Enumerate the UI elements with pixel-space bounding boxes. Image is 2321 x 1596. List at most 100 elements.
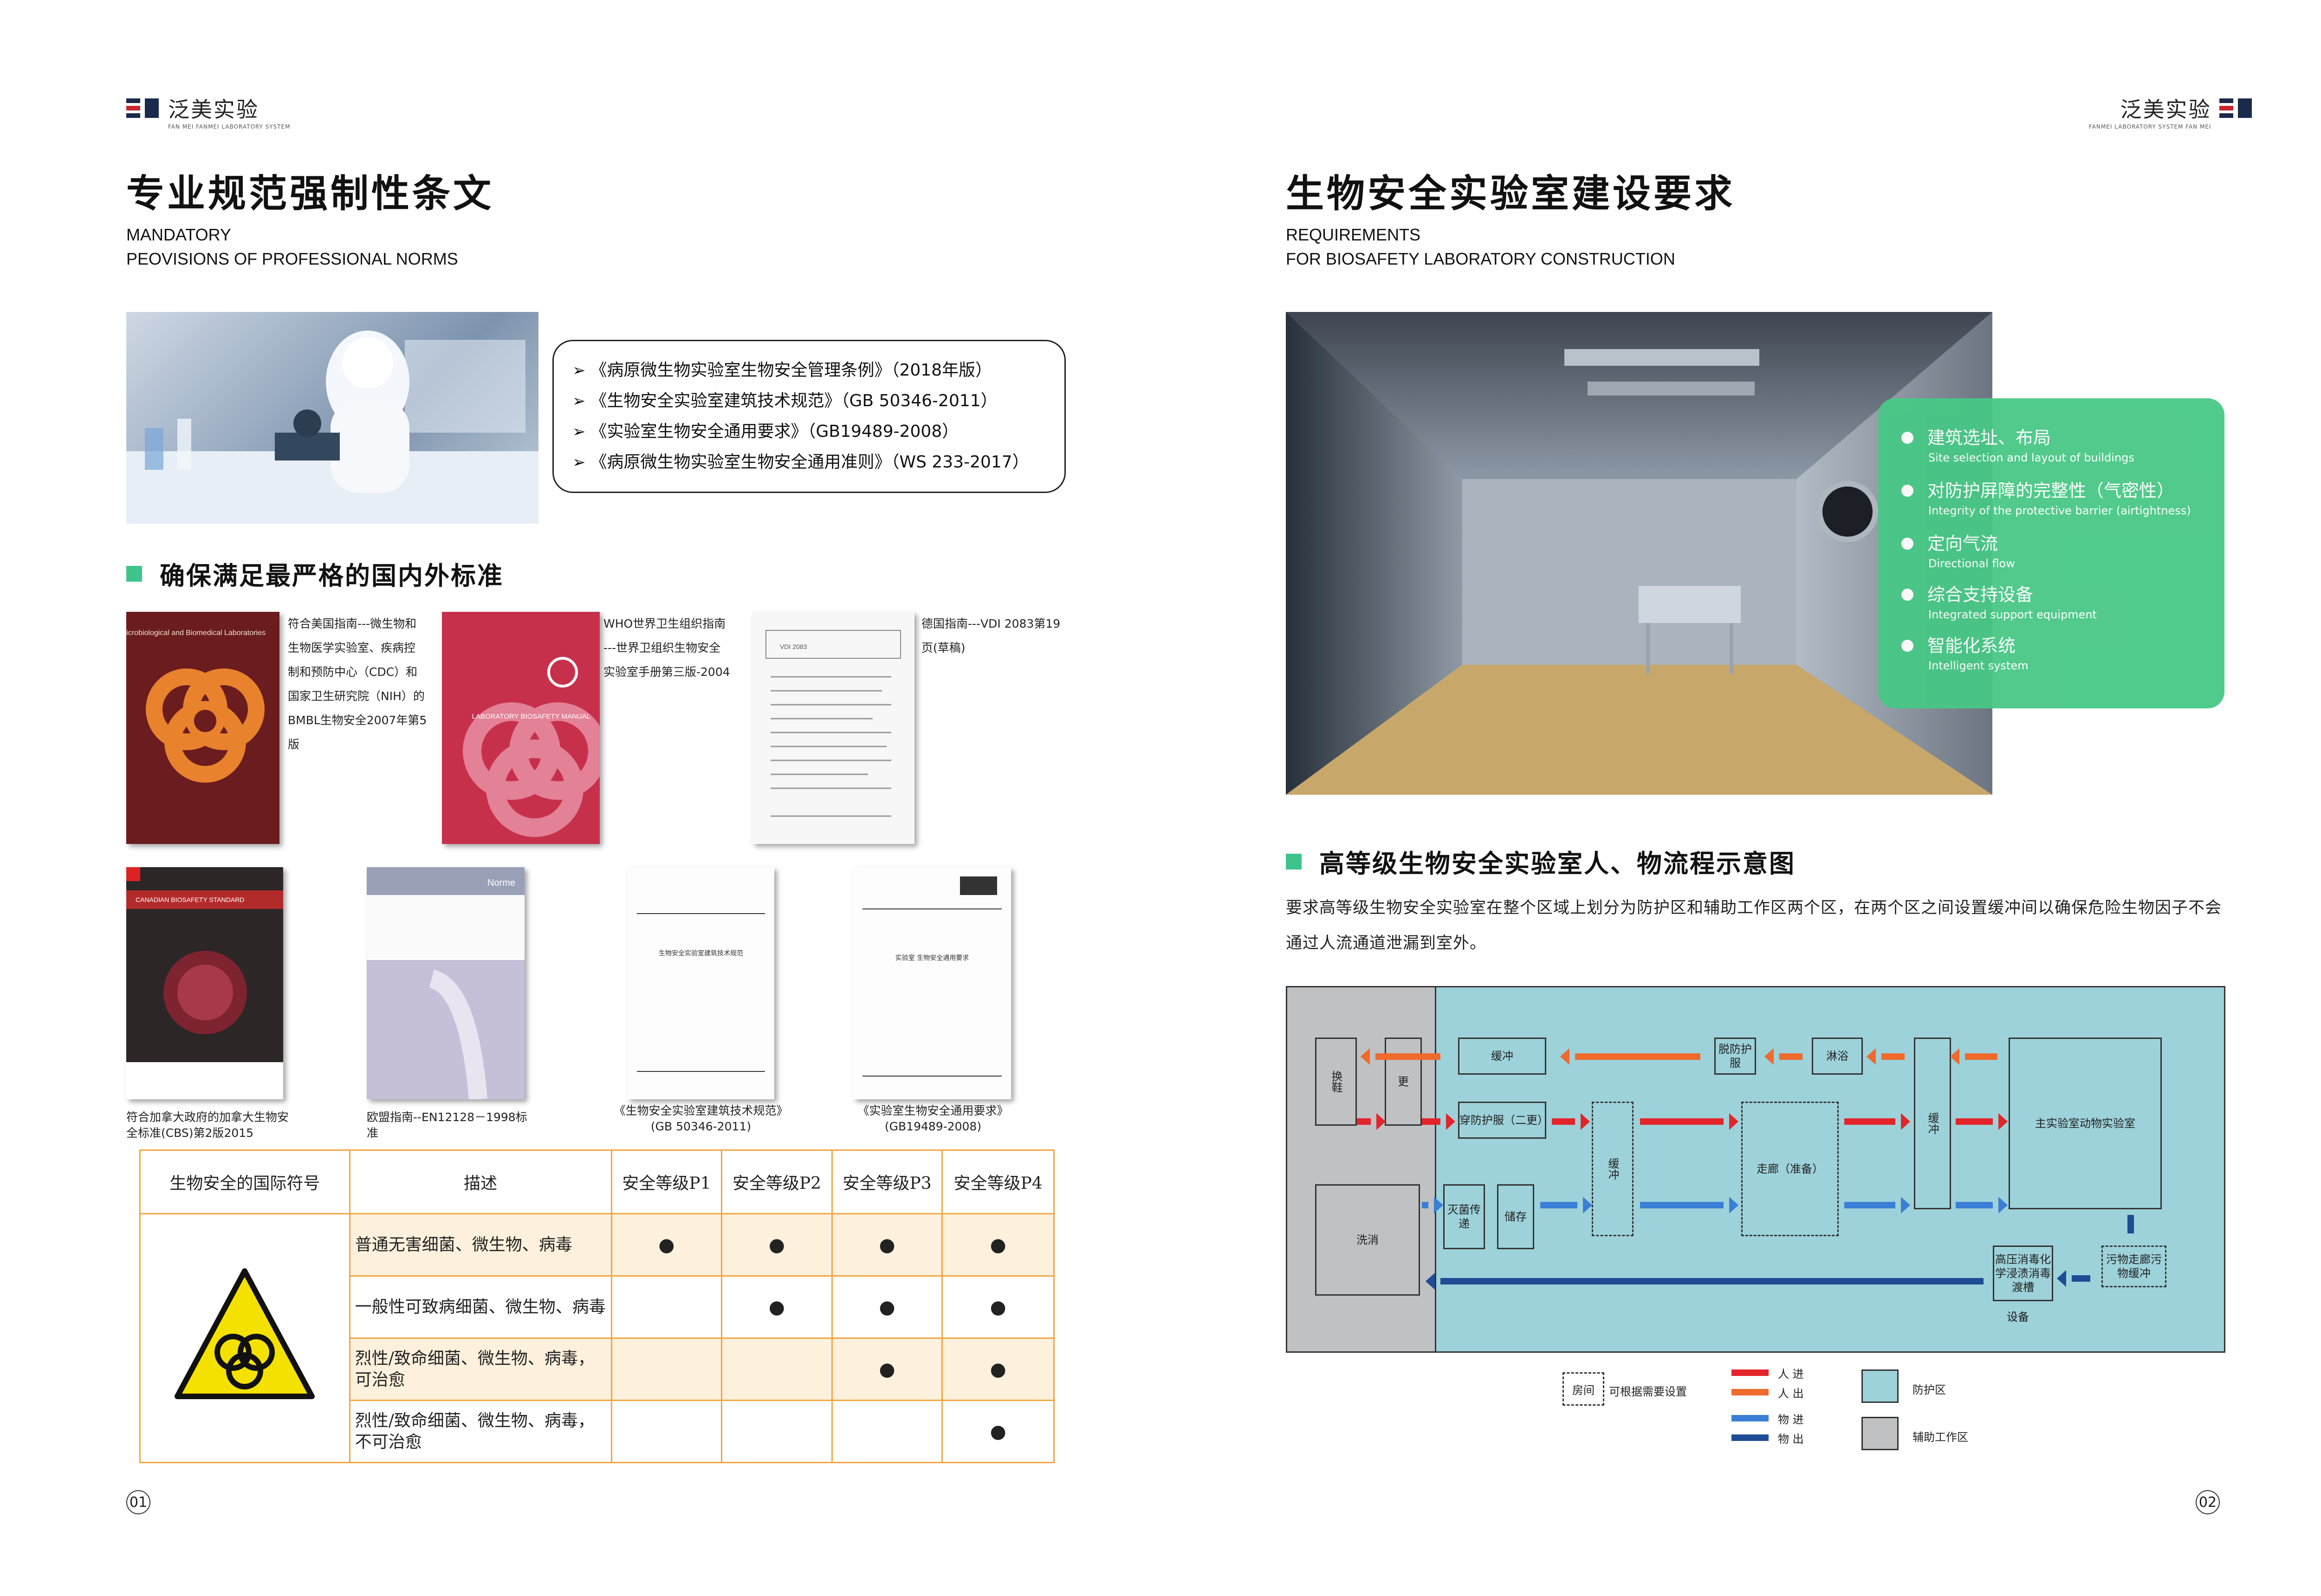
gb19489-cover-title: 实验室 生物安全通用要求 bbox=[895, 954, 969, 962]
biohazard-warning-icon bbox=[175, 1268, 315, 1399]
level-dot bbox=[610, 1275, 723, 1339]
requirement-en: Directional flow bbox=[1928, 557, 2015, 570]
bmbl-caption: 符合美国指南---微生物和 生物医学实验室、疾病控 制和预防中心（CDC）和 国… bbox=[288, 612, 436, 757]
lab-researcher-photo bbox=[126, 312, 538, 524]
person-out-arrow bbox=[1867, 1048, 1905, 1065]
requirement-item: 建筑选址、布局 Site selection and layout of bui… bbox=[1901, 426, 2134, 466]
level-dot: ● bbox=[941, 1275, 1055, 1339]
requirement-cn: 对防护屏障的完整性（气密性） bbox=[1927, 480, 2175, 501]
biosafety-level-table: 生物安全的国际符号 描述 安全等级P1 安全等级P2 安全等级P3 安全等级P4… bbox=[139, 1149, 1055, 1463]
caption-line: 实验室手册第三版-2004 bbox=[603, 665, 730, 679]
person-in-arrow bbox=[1422, 1113, 1455, 1130]
bmbl-cover: Biosafety in Microbiological and Biomedi… bbox=[126, 612, 279, 844]
room-waste-corridor: 污物走廊污物缓冲 bbox=[2101, 1246, 2166, 1287]
brand-logo-right: 泛美实验 FANMEI LABORATORY SYSTEM FAN MEI bbox=[2089, 93, 2253, 130]
brand-name: 泛美实验 bbox=[2120, 97, 2211, 122]
requirement-en: Intelligent system bbox=[1928, 659, 2029, 672]
table-header: 描述 bbox=[349, 1149, 612, 1214]
gb19489-cover-illustration: 实验室 生物安全通用要求 bbox=[853, 867, 1011, 1099]
person-in-arrow bbox=[1844, 1113, 1910, 1130]
level-dot: ● bbox=[610, 1213, 723, 1277]
legend-item-out-arrow bbox=[1731, 1434, 1769, 1441]
legend-aux-swatch bbox=[1861, 1417, 1899, 1450]
arrow-bullet-icon: ➢ bbox=[572, 453, 586, 472]
en12128-caption: 欧盟指南--EN12128－1998标准 bbox=[367, 1110, 527, 1140]
equipment-label: 设备 bbox=[2007, 1311, 2029, 1324]
bullet-dot-icon bbox=[1901, 538, 1913, 550]
gb50346-caption: 《生物安全实验室建筑技术规范》(GB 50346-2011) bbox=[614, 1104, 788, 1133]
page-number-right: 02 bbox=[2196, 1490, 2220, 1514]
en12128-cover: Norme bbox=[367, 867, 525, 1099]
regulation-text: 《实验室生物安全通用要求》（GB19489-2008） bbox=[590, 422, 959, 441]
vdi-document-cover: VDI 2083 bbox=[752, 612, 914, 844]
caption-line: 页(草稿) bbox=[921, 641, 966, 655]
arrow-bullet-icon: ➢ bbox=[572, 361, 586, 380]
item-in-arrow bbox=[1422, 1197, 1443, 1213]
level-dot bbox=[831, 1400, 943, 1463]
caption-line: ---世界卫组织生物安全 bbox=[603, 641, 721, 655]
requirement-item: 对防护屏障的完整性（气密性） Integrity of the protecti… bbox=[1901, 479, 2191, 519]
level-dot bbox=[610, 1400, 723, 1463]
section-title: 确保满足最严格的国内外标准 bbox=[160, 561, 504, 590]
arrow-bullet-icon: ➢ bbox=[572, 422, 586, 441]
item-out-arrow bbox=[2057, 1270, 2090, 1287]
room-sterilize: 灭菌传递 bbox=[1443, 1184, 1485, 1249]
room-main-lab: 主实验室动物实验室 bbox=[2009, 1038, 2162, 1209]
item-in-arrow bbox=[1640, 1197, 1738, 1213]
caption-line: BMBL生物安全2007年第5 bbox=[288, 714, 427, 727]
vdi-caption: 德国指南---VDI 2083第19 页(草稿) bbox=[921, 612, 1079, 660]
requirement-en: Site selection and layout of buildings bbox=[1928, 451, 2134, 464]
who-caption: WHO世界卫生组织指南 ---世界卫组织生物安全 实验室手册第三版-2004 bbox=[603, 612, 761, 684]
gb50346-cover-title: 生物安全实验室建筑技术规范 bbox=[659, 949, 743, 957]
regulation-item: ➢《生物安全实验室建筑技术规范》（GB 50346-2011） bbox=[572, 386, 1046, 416]
level-dot bbox=[721, 1337, 833, 1401]
table-row: 一般性可致病细菌、微生物、病毒 ● ● ● bbox=[140, 1275, 1055, 1339]
legend-protect: 防护区 bbox=[1913, 1383, 1946, 1396]
brand-name: 泛美实验 bbox=[168, 97, 259, 122]
requirement-item: 定向气流 Directional flow bbox=[1901, 532, 2015, 572]
room-wash: 洗消 bbox=[1315, 1184, 1420, 1296]
person-in-arrow bbox=[1357, 1113, 1386, 1130]
room-corridor: 走廊（准备） bbox=[1741, 1102, 1839, 1236]
table-row: 普通无害细菌、微生物、病毒 ● ● ● ● bbox=[139, 1213, 1055, 1463]
legend-person-out-arrow bbox=[1731, 1389, 1769, 1395]
row-description: 普通无害细菌、微生物、病毒 bbox=[349, 1213, 612, 1277]
brand-logo-left: 泛美实验 FAN MEI FANMEI LABORATORY SYSTEM bbox=[126, 93, 290, 130]
person-out-arrow bbox=[1560, 1048, 1700, 1065]
table-header: 安全等级P4 bbox=[941, 1149, 1055, 1214]
level-dot: ● bbox=[721, 1213, 833, 1277]
room-storage: 储存 bbox=[1497, 1184, 1534, 1249]
left-page-title: 专业规范强制性条文 bbox=[126, 172, 494, 216]
row-description: 烈性/致命细菌、微生物、病毒，不可治愈 bbox=[349, 1400, 612, 1463]
bullet-dot-icon bbox=[1901, 589, 1913, 601]
caption-line: 制和预防中心（CDC）和 bbox=[288, 665, 418, 679]
gb50346-cover-illustration: 生物安全实验室建筑技术规范 bbox=[628, 867, 774, 1099]
room-shower: 淋浴 bbox=[1812, 1038, 1863, 1075]
canadian-cover-title: CANADIAN BIOSAFETY STANDARD bbox=[136, 896, 244, 903]
brand-mark-icon bbox=[126, 98, 160, 124]
legend-protect-swatch bbox=[1861, 1369, 1899, 1403]
gb50346-cover: 生物安全实验室建筑技术规范 bbox=[628, 867, 774, 1099]
item-in-arrow bbox=[1956, 1197, 2008, 1213]
requirement-item: 综合支持设备 Integrated support equipment bbox=[1901, 583, 2097, 623]
table-header-row: 生物安全的国际符号 描述 安全等级P1 安全等级P2 安全等级P3 安全等级P4 bbox=[139, 1149, 1055, 1214]
section-title: 高等级生物安全实验室人、物流程示意图 bbox=[1319, 849, 1796, 878]
room-buffer-2: 缓冲 bbox=[1592, 1102, 1634, 1236]
level-dot bbox=[721, 1400, 833, 1463]
regulation-item: ➢《实验室生物安全通用要求》（GB19489-2008） bbox=[572, 416, 1046, 447]
table-header: 安全等级P3 bbox=[831, 1149, 943, 1214]
regulation-text: 《生物安全实验室建筑技术规范》（GB 50346-2011） bbox=[590, 391, 998, 410]
regulation-list-box: ➢《病原微生物实验室生物安全管理条例》（2018年版） ➢《生物安全实验室建筑技… bbox=[552, 340, 1066, 493]
item-out-arrow bbox=[1426, 1273, 1984, 1290]
right-page-title: 生物安全实验室建设要求 bbox=[1286, 172, 1736, 216]
subtitle-line-2: FOR BIOSAFETY LABORATORY CONSTRUCTION bbox=[1286, 249, 1675, 268]
room-wear-suit: 穿防护服（二更） bbox=[1458, 1102, 1549, 1139]
requirement-en: Integrated support equipment bbox=[1928, 608, 2097, 621]
green-square-icon bbox=[1286, 853, 1302, 869]
gb19489-caption: 《实验室生物安全通用要求》(GB19489-2008) bbox=[857, 1104, 1009, 1133]
flow-description: 要求高等级生物安全实验室在整个区域上划分为防护区和辅助工作区两个区，在两个区之间… bbox=[1286, 899, 2222, 953]
canadian-cover-illustration: CANADIAN BIOSAFETY STANDARD bbox=[126, 867, 283, 1099]
table-header: 生物安全的国际符号 bbox=[139, 1149, 350, 1214]
regulation-item: ➢《病原微生物实验室生物安全通用准则》（WS 233-2017） bbox=[572, 447, 1046, 478]
caption-line: 符合美国指南---微生物和 bbox=[288, 617, 417, 630]
